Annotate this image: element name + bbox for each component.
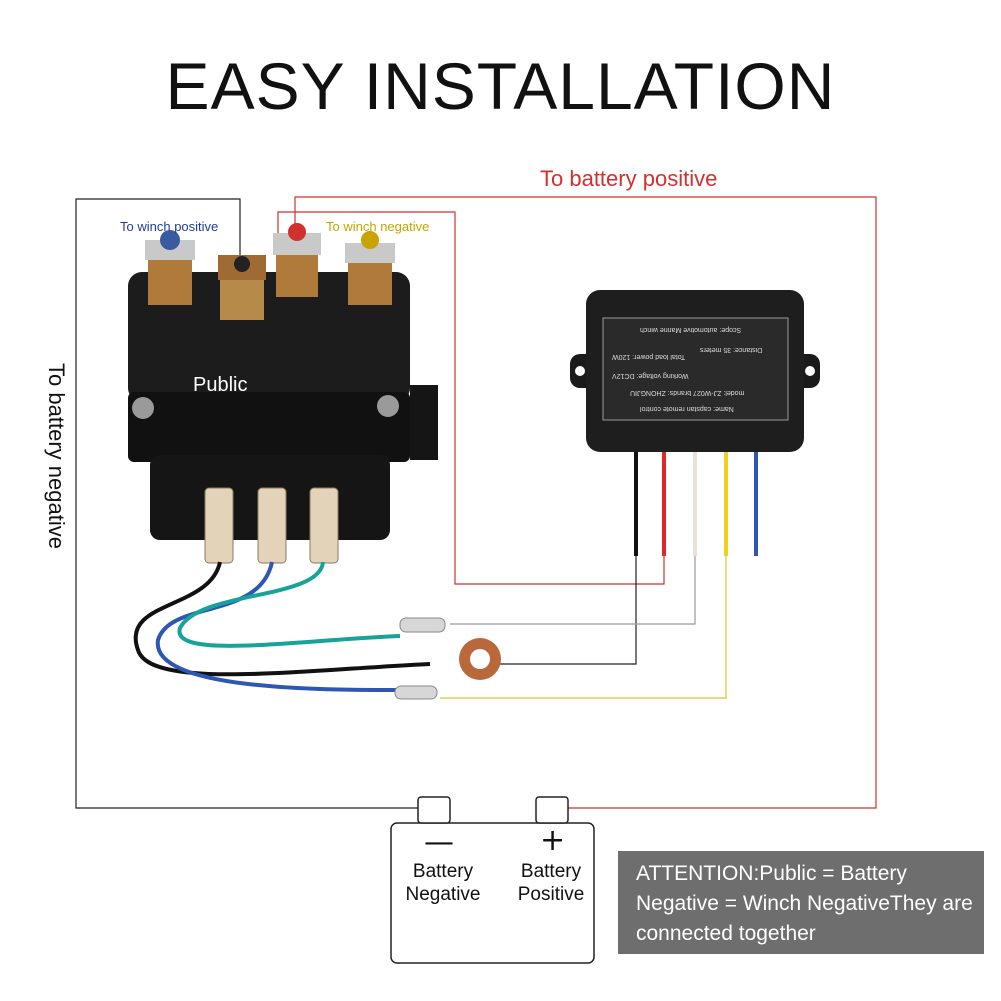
controller-wires [634,452,758,556]
page-title: EASY INSTALLATION [165,49,836,123]
wireless-controller [570,290,820,452]
controller-label-line6: Name: capstan remote control [640,405,734,412]
controller-label-line4: Working voltage: DC12V [612,372,689,379]
wire-battery-positive [294,196,877,809]
label-to-winch-negative: To winch negative [326,219,430,234]
controller-label-line3: Total load power: 120W [612,353,686,360]
label-to-winch-positive: To winch positive [120,219,219,234]
controller-label-line2: Distance: 35 meters [700,346,763,353]
battery-negative-line1: Battery [412,861,474,882]
wire-battery-negative [75,198,418,809]
solenoid-cables [133,561,431,692]
battery-negative-line2: Negative [405,884,481,905]
battery-positive-line1: Battery [520,861,582,882]
solenoid-relay [128,223,438,564]
battery-minus-symbol: — [424,825,454,860]
wire-controller-black [480,556,637,665]
wire-to-winch-negative [277,211,665,585]
battery-positive-line2: Positive [517,884,585,905]
terminal-post-right [345,231,395,305]
label-public: Public [193,374,248,396]
terminal-post-red [273,223,321,297]
terminal-post-public [218,255,266,320]
wire-controller-white [450,556,696,625]
controller-label-line1: Scope: automotive Marine winch [640,326,742,333]
controller-label-line5: model: ZJ-W027 brands: ZHONGJIU [630,389,745,396]
battery-negative-label: Battery Negative [398,860,488,906]
label-to-battery-negative: To battery negative [44,363,69,549]
wire-controller-yellow [440,556,727,699]
battery-plus-symbol: + [540,823,566,858]
battery-positive-label: Battery Positive [510,860,592,906]
cable-terminals [394,617,501,700]
attention-note: ATTENTION:Public = Battery Negative = Wi… [618,851,984,954]
terminal-post-left [145,230,195,305]
label-to-battery-positive: To battery positive [540,166,718,191]
battery [390,796,595,964]
